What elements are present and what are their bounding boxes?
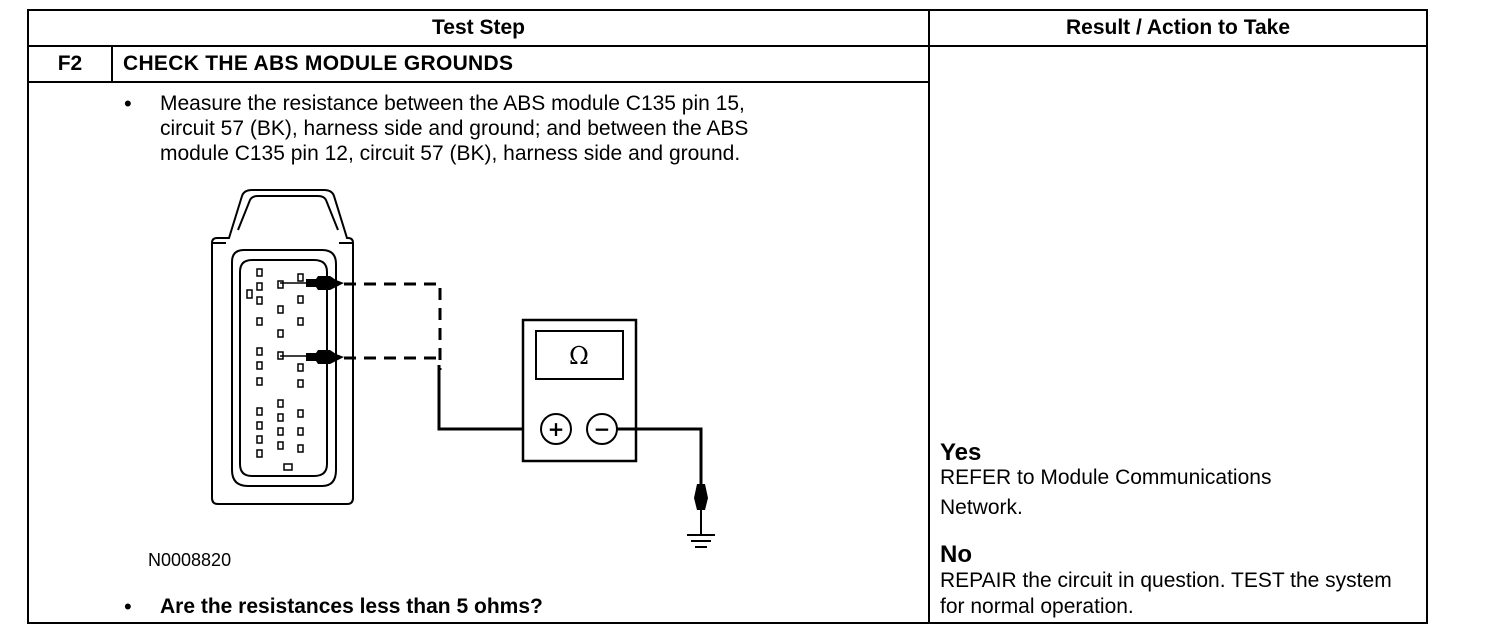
step-number: F2 bbox=[57, 52, 83, 75]
ohm-symbol: Ω bbox=[569, 342, 589, 370]
pin bbox=[277, 427, 284, 436]
header-test-step: Test Step bbox=[432, 16, 525, 39]
pin bbox=[256, 347, 263, 356]
yes-text: REFER to Module Communications Network. bbox=[940, 466, 1272, 519]
pin bbox=[277, 413, 284, 422]
pin bbox=[256, 377, 263, 386]
no-text: REPAIR the circuit in question. TEST the… bbox=[940, 569, 1392, 618]
ohmmeter-display bbox=[535, 330, 624, 380]
pin bbox=[246, 289, 253, 299]
pin bbox=[256, 317, 263, 326]
step-title: CHECK THE ABS MODULE GROUNDS bbox=[123, 52, 514, 75]
question-text: Are the resistances less than 5 ohms? bbox=[160, 595, 543, 618]
plus-sign: + bbox=[548, 417, 565, 441]
pin bbox=[277, 305, 284, 314]
pin bbox=[297, 427, 304, 436]
pin bbox=[256, 421, 263, 430]
plus-terminal bbox=[540, 413, 572, 445]
diagnostic-table: Test Step Result / Action to Take F2 CHE… bbox=[27, 9, 1428, 624]
step-title-divider bbox=[29, 81, 929, 83]
column-divider bbox=[928, 11, 930, 622]
probe-pin-15 bbox=[306, 276, 344, 290]
connector-latch bbox=[237, 195, 339, 231]
question-bullet: • bbox=[124, 594, 132, 619]
probe-pin-12 bbox=[306, 350, 344, 364]
step-number-divider bbox=[111, 45, 113, 83]
minus-sign: − bbox=[594, 417, 611, 441]
pin bbox=[297, 379, 304, 388]
pin bbox=[297, 444, 304, 453]
pin bbox=[297, 317, 304, 326]
pin bbox=[256, 435, 263, 444]
pin bbox=[256, 282, 263, 291]
lead-to-ground bbox=[617, 427, 703, 486]
pin bbox=[297, 363, 304, 372]
pin bbox=[297, 295, 304, 304]
pin bbox=[256, 407, 263, 416]
no-label: No bbox=[940, 541, 972, 568]
header-divider bbox=[29, 45, 1426, 47]
ground-probe bbox=[694, 484, 708, 510]
dashed-wire-upper bbox=[344, 282, 442, 370]
lead-to-plus bbox=[437, 365, 539, 431]
instruction-bullet: • bbox=[124, 91, 132, 116]
pin bbox=[277, 329, 284, 338]
yes-label: Yes bbox=[940, 439, 982, 466]
header-result-action: Result / Action to Take bbox=[1065, 16, 1291, 39]
pin bbox=[277, 399, 284, 408]
pin bbox=[283, 463, 293, 471]
pin bbox=[297, 409, 304, 418]
pin bbox=[256, 361, 263, 370]
connector-body bbox=[211, 189, 354, 505]
pin bbox=[277, 280, 284, 289]
figure-id: N0008820 bbox=[148, 550, 232, 570]
connector-inner-shell bbox=[231, 249, 337, 487]
instruction-text: Measure the resistance between the ABS m… bbox=[160, 92, 749, 165]
pin bbox=[277, 441, 284, 450]
pin bbox=[256, 268, 263, 277]
pin bbox=[256, 449, 263, 458]
ground-symbol bbox=[687, 534, 715, 548]
pin bbox=[297, 273, 304, 282]
connector-inner-cavity bbox=[239, 259, 328, 477]
pin bbox=[256, 296, 263, 305]
